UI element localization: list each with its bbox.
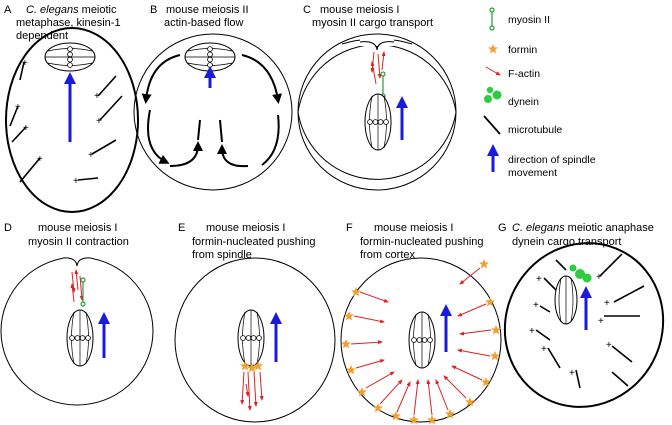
panel-g-species: C. elegans bbox=[512, 222, 565, 234]
panel-a-species: C. elegans bbox=[26, 4, 79, 16]
plus-sign: + bbox=[23, 123, 29, 134]
plus-sign: + bbox=[88, 150, 94, 161]
panel-f-line2: formin-nucleated pushing bbox=[360, 236, 484, 248]
plus-sign: + bbox=[536, 274, 542, 285]
legend-dynein-icon bbox=[484, 86, 502, 103]
panel-f-line3: from cortex bbox=[360, 249, 416, 261]
plus-sign: + bbox=[94, 91, 100, 102]
legend-factin-icon bbox=[485, 66, 501, 76]
panel-a-title: C. elegans meiotic bbox=[26, 4, 117, 17]
legend-direction-label-2: movement bbox=[508, 167, 558, 179]
panel-g-diagram: + + + + + + + + + bbox=[503, 242, 665, 408]
plus-sign: + bbox=[37, 154, 43, 165]
panel-a-microtubules bbox=[9, 61, 123, 183]
panel-e-oocyte bbox=[174, 257, 336, 423]
panel-letter-d: D bbox=[4, 222, 12, 234]
legend-dynein-label: dynein bbox=[508, 96, 539, 108]
panel-c-line1: mouse meiosis I bbox=[320, 4, 400, 16]
panel-g-line1: C. elegans meiotic anaphase bbox=[512, 222, 654, 235]
panel-d-myosin bbox=[80, 277, 86, 307]
panel-c-factin bbox=[370, 51, 386, 85]
panel-f-diagram bbox=[340, 257, 502, 425]
legend-microtubule-label: microtubule bbox=[508, 124, 563, 136]
panel-e-diagram bbox=[174, 257, 336, 423]
panel-c-line2: myosin II cargo transport bbox=[312, 17, 434, 29]
panel-f-factin bbox=[350, 267, 492, 416]
legend-formin-label: formin bbox=[508, 44, 538, 56]
plus-sign: + bbox=[96, 116, 102, 127]
plus-sign: + bbox=[22, 58, 28, 69]
panel-b-spindle bbox=[184, 42, 236, 72]
legend bbox=[483, 7, 502, 172]
panel-g-microtubules bbox=[535, 253, 645, 389]
panel-letter-g: G bbox=[498, 222, 507, 234]
panel-d-factin bbox=[70, 269, 84, 303]
panel-e-line1: mouse meiosis I bbox=[206, 222, 286, 234]
plus-sign: + bbox=[533, 300, 539, 311]
panel-e-line3: from spindle bbox=[192, 249, 252, 261]
panel-f-line1: mouse meiosis I bbox=[374, 222, 454, 234]
legend-myosin-icon bbox=[489, 7, 495, 31]
panel-letter-a: A bbox=[4, 4, 12, 16]
plus-sign: + bbox=[15, 102, 21, 113]
panel-letter-e: E bbox=[178, 222, 186, 234]
legend-formin-icon bbox=[488, 44, 498, 54]
plus-sign: + bbox=[569, 368, 575, 379]
legend-factin-label: F-actin bbox=[508, 68, 541, 80]
panel-b-oocyte bbox=[133, 33, 293, 191]
panel-b-flow-arrows bbox=[141, 54, 283, 168]
plus-sign: + bbox=[529, 326, 535, 337]
legend-microtubule-icon bbox=[483, 115, 501, 135]
panel-c-spindle bbox=[364, 93, 392, 151]
panel-letter-b: B bbox=[150, 4, 158, 16]
panel-d-diagram bbox=[0, 254, 154, 406]
panel-f-oocyte bbox=[340, 257, 502, 423]
plus-sign: + bbox=[541, 344, 547, 355]
panel-letter-f: F bbox=[346, 222, 353, 234]
panel-b-line2: actin-based flow bbox=[164, 17, 244, 29]
panel-b-line1: mouse meiosis II bbox=[166, 4, 249, 16]
plus-sign: + bbox=[73, 176, 79, 187]
panel-g-spindle bbox=[554, 275, 578, 325]
legend-myosin-label: myosin II bbox=[508, 14, 551, 26]
panel-b-diagram bbox=[133, 33, 293, 191]
panel-a-spindle bbox=[44, 42, 96, 72]
panel-g-dynein bbox=[569, 264, 592, 283]
panel-e-factin bbox=[240, 371, 264, 411]
panel-a-oocyte bbox=[5, 27, 139, 213]
plus-sign: + bbox=[596, 272, 602, 283]
panel-g-line2: dynein cargo transport bbox=[512, 236, 622, 248]
panel-d-line1: mouse meiosis I bbox=[38, 222, 118, 234]
plus-sign: + bbox=[598, 316, 604, 327]
plus-sign: + bbox=[606, 340, 612, 351]
panel-g-oocyte bbox=[503, 242, 665, 408]
panel-g-title-rest: meiotic anaphase bbox=[564, 222, 654, 234]
panel-letter-c: C bbox=[303, 4, 311, 16]
panel-d-spindle bbox=[66, 309, 94, 367]
panel-a-line2: metaphase, kinesin-1 bbox=[16, 17, 121, 29]
panel-c-myosin bbox=[380, 71, 386, 99]
panel-c-diagram bbox=[297, 33, 457, 191]
legend-direction-label-1: direction of spindle bbox=[508, 154, 596, 166]
plus-sign: + bbox=[604, 298, 610, 309]
panel-e-spindle bbox=[237, 309, 265, 367]
panel-c-oocyte bbox=[297, 33, 457, 191]
panel-e-line2: formin-nucleated pushing bbox=[192, 236, 316, 248]
panel-a-line3: dependent bbox=[16, 30, 68, 42]
panel-a-diagram: + + + + + + + + bbox=[5, 27, 139, 213]
panel-d-line2: myosin II contraction bbox=[28, 236, 129, 248]
panel-f-spindle bbox=[408, 311, 436, 369]
panel-a-title-rest: meiotic bbox=[78, 4, 117, 16]
